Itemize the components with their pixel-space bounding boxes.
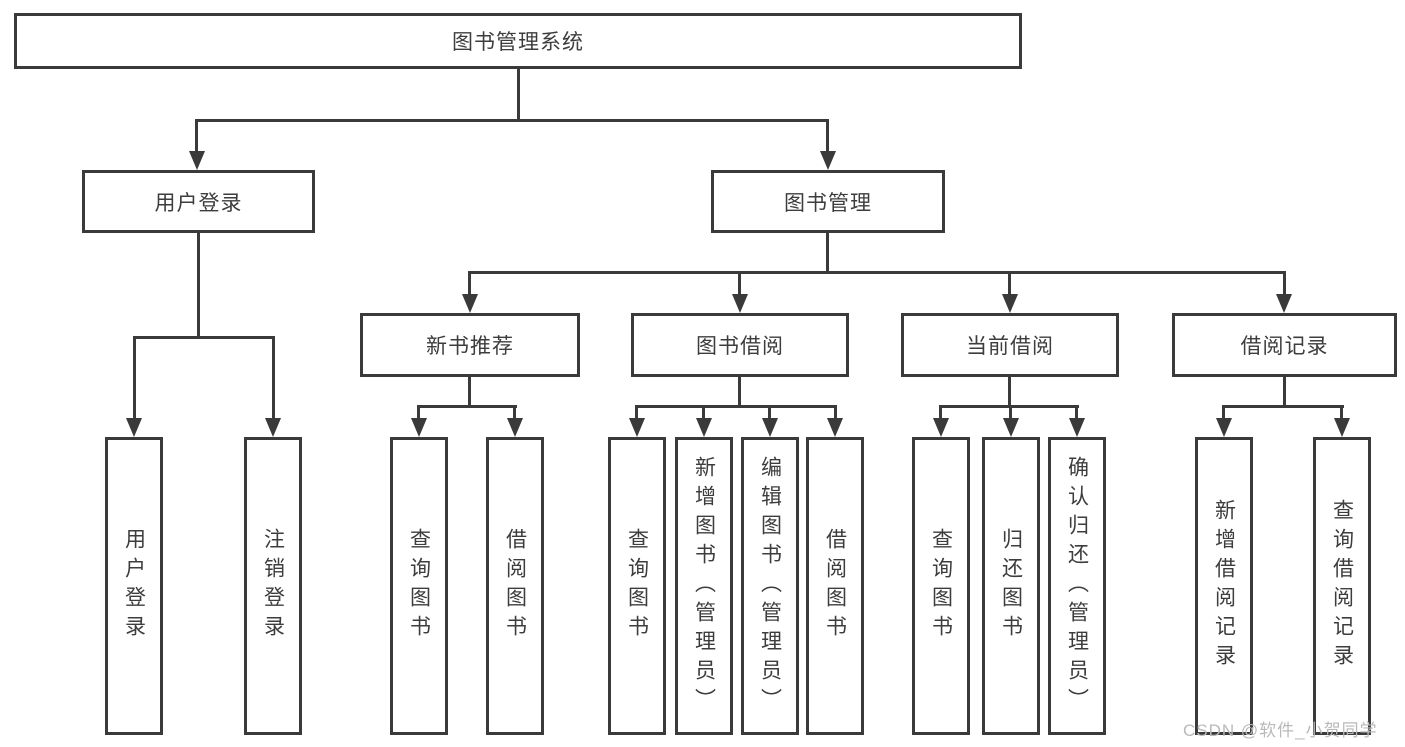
connector-segment <box>195 119 829 122</box>
connector-segment <box>468 271 471 298</box>
connector-segment <box>133 336 136 424</box>
connector-segment <box>635 405 638 424</box>
node-root: 图书管理系统 <box>14 13 1022 69</box>
leaf-records-query: 查询借阅记录 <box>1313 437 1371 735</box>
connector-segment <box>1283 377 1286 408</box>
node-current-borrow: 当前借阅 <box>901 313 1119 377</box>
connector-segment <box>738 377 741 408</box>
arrowhead <box>762 418 778 437</box>
arrowhead <box>629 418 645 437</box>
arrowhead <box>462 294 478 313</box>
connector-segment <box>417 405 517 408</box>
connector-segment <box>1283 271 1286 298</box>
connector-segment <box>635 405 837 408</box>
arrowhead <box>696 418 712 437</box>
connector-segment <box>939 405 942 424</box>
leaf-borrow-query: 查询图书 <box>608 437 666 735</box>
connector-segment <box>468 271 1286 274</box>
leaf-records-query-label: 查询借阅记录 <box>1330 499 1354 673</box>
connector-segment <box>1008 271 1011 298</box>
node-user-login-label: 用户登录 <box>154 191 243 215</box>
node-borrow-records-label: 借阅记录 <box>1240 335 1329 358</box>
leaf-records-add-label: 新增借阅记录 <box>1212 499 1236 673</box>
connector-segment <box>738 271 741 298</box>
leaf-newbooks-query: 查询图书 <box>390 437 448 735</box>
leaf-borrow-add: 新增图书（管理员） <box>675 437 733 735</box>
leaf-newbooks-borrow-label: 借阅图书 <box>503 528 527 644</box>
node-book-borrow: 图书借阅 <box>631 313 849 377</box>
arrowhead <box>265 418 281 437</box>
connector-segment <box>834 405 837 424</box>
arrowhead <box>1334 418 1350 437</box>
leaf-borrow-query-label: 查询图书 <box>625 528 649 644</box>
leaf-borrow-edit: 编辑图书（管理员） <box>741 437 799 735</box>
leaf-logout-label: 注销登录 <box>261 528 285 644</box>
node-root-label: 图书管理系统 <box>452 31 584 54</box>
arrowhead <box>732 294 748 313</box>
arrowhead <box>189 151 205 170</box>
leaf-user-login-label: 用户登录 <box>122 528 146 644</box>
arrowhead <box>1069 418 1085 437</box>
connector-segment <box>826 119 829 155</box>
leaf-current-return-label: 归还图书 <box>999 528 1023 644</box>
connector-segment <box>1222 405 1344 408</box>
arrowhead <box>1002 294 1018 313</box>
connector-segment <box>417 405 420 424</box>
leaf-current-return: 归还图书 <box>982 437 1040 735</box>
arrowhead <box>411 418 427 437</box>
connector-segment <box>1008 377 1011 408</box>
arrowhead <box>126 418 142 437</box>
leaf-newbooks-query-label: 查询图书 <box>407 528 431 644</box>
connector-segment <box>1222 405 1225 424</box>
node-current-borrow-label: 当前借阅 <box>966 335 1054 358</box>
leaf-newbooks-borrow: 借阅图书 <box>486 437 544 735</box>
connector-segment <box>197 233 200 337</box>
leaf-borrow-edit-label: 编辑图书（管理员） <box>758 455 782 717</box>
arrowhead <box>1003 418 1019 437</box>
leaf-current-confirm: 确认归还（管理员） <box>1048 437 1106 735</box>
connector-segment <box>133 336 275 339</box>
arrowhead <box>820 151 836 170</box>
leaf-records-add: 新增借阅记录 <box>1195 437 1253 735</box>
connector-segment <box>468 377 471 408</box>
connector-segment <box>1075 405 1078 424</box>
node-book-mgmt-label: 图书管理 <box>784 191 872 215</box>
connector-segment <box>1009 405 1012 424</box>
connector-segment <box>702 405 705 424</box>
leaf-user-login: 用户登录 <box>105 437 163 735</box>
arrowhead <box>1276 294 1292 313</box>
leaf-logout: 注销登录 <box>244 437 302 735</box>
connector-segment <box>195 119 198 155</box>
leaf-borrow-borrow-label: 借阅图书 <box>823 528 847 644</box>
leaf-current-query: 查询图书 <box>912 437 970 735</box>
arrowhead <box>1216 418 1232 437</box>
leaf-borrow-add-label: 新增图书（管理员） <box>692 455 716 717</box>
node-new-books-label: 新书推荐 <box>426 335 514 358</box>
arrowhead <box>507 418 523 437</box>
node-book-borrow-label: 图书借阅 <box>696 335 784 358</box>
connector-segment <box>1340 405 1343 424</box>
node-book-mgmt: 图书管理 <box>711 170 945 233</box>
node-user-login: 用户登录 <box>82 170 315 233</box>
csdn-watermark: CSDN @软件_小贺同学 <box>1183 721 1378 740</box>
leaf-borrow-borrow: 借阅图书 <box>806 437 864 735</box>
connector-segment <box>826 233 829 272</box>
leaf-current-query-label: 查询图书 <box>929 528 953 644</box>
connector-segment <box>517 68 520 120</box>
arrowhead <box>933 418 949 437</box>
connector-segment <box>513 405 516 424</box>
node-new-books: 新书推荐 <box>360 313 580 377</box>
connector-segment <box>272 336 275 424</box>
leaf-current-confirm-label: 确认归还（管理员） <box>1065 455 1089 717</box>
connector-segment <box>768 405 771 424</box>
node-borrow-records: 借阅记录 <box>1172 313 1397 377</box>
arrowhead <box>827 418 843 437</box>
